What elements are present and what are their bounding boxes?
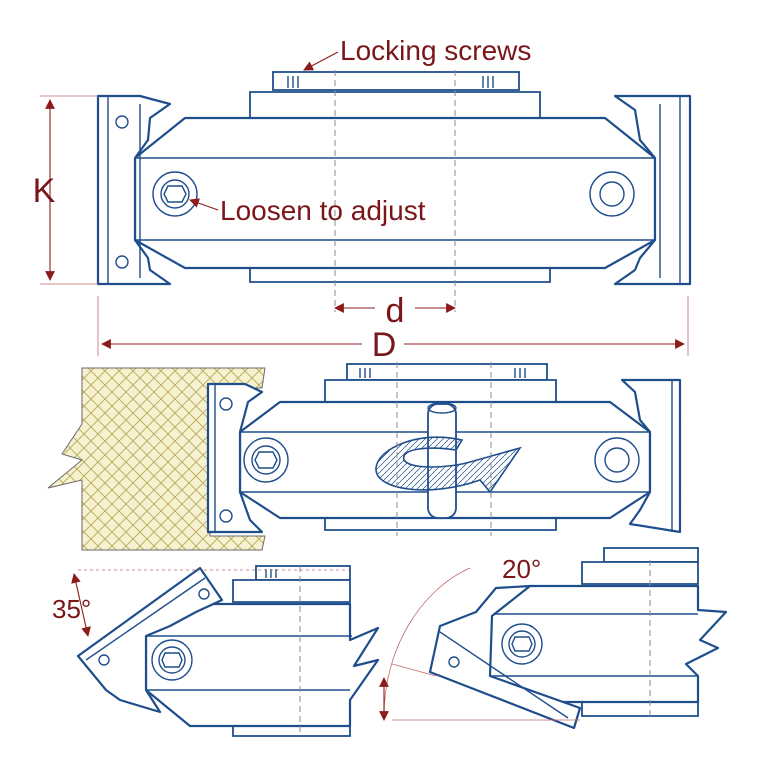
locking-screw-icon [265, 569, 277, 578]
rotation-arrow-icon [375, 436, 522, 494]
bottom-left-view-35deg [76, 565, 380, 737]
dim-d-small-label: d [386, 292, 405, 330]
callout-locking-screws: Locking screws [303, 35, 531, 71]
hub-top [249, 91, 541, 119]
dim-d-large-label: D [372, 326, 397, 364]
tilted-knife [76, 566, 224, 714]
pin-icon [219, 397, 233, 411]
locking-screws-label: Locking screws [340, 35, 531, 66]
dim-k-label: K [33, 172, 56, 210]
left-knife [96, 94, 172, 286]
angle-35-label: 35° [52, 594, 91, 624]
pin-icon [98, 654, 110, 666]
dimension-d-large: D [97, 296, 689, 364]
angle-35-annotation: 35° [52, 573, 91, 637]
pin-icon [219, 509, 233, 523]
right-knife [620, 378, 682, 534]
pin-icon [448, 656, 460, 668]
locking-screw-cap [272, 71, 520, 91]
hex-screw-icon [152, 171, 198, 217]
spindle-icon [427, 402, 457, 519]
hex-screw-icon [501, 623, 543, 665]
hex-screw-icon [151, 639, 193, 681]
pin-icon [115, 115, 129, 129]
angle-20-annotation: 20° [379, 554, 541, 721]
pin-icon [115, 255, 129, 269]
loosen-to-adjust-label: Loosen to adjust [220, 195, 426, 226]
adjust-hole-icon [589, 171, 635, 217]
adjust-hole-icon [594, 437, 640, 483]
dimension-k: K [33, 95, 98, 285]
right-knife [613, 94, 692, 286]
cutter-body [144, 602, 380, 728]
left-knife [206, 382, 264, 534]
angle-20-label: 20° [502, 554, 541, 584]
pin-icon [198, 588, 210, 600]
top-cutterhead-view [96, 70, 692, 312]
hex-screw-icon [243, 437, 289, 483]
locking-screw-icon [287, 76, 494, 88]
cutter-body [133, 116, 657, 270]
callout-loosen-to-adjust: Loosen to adjust [189, 195, 426, 226]
locking-screw-icon [359, 368, 526, 378]
bottom-right-view-20deg [392, 547, 728, 730]
cutter-body [484, 584, 728, 704]
middle-cutterhead-view [47, 362, 682, 551]
locking-screw-cap [346, 363, 548, 381]
tilted-knife [428, 584, 582, 730]
dimension-d-small: d [334, 292, 456, 330]
